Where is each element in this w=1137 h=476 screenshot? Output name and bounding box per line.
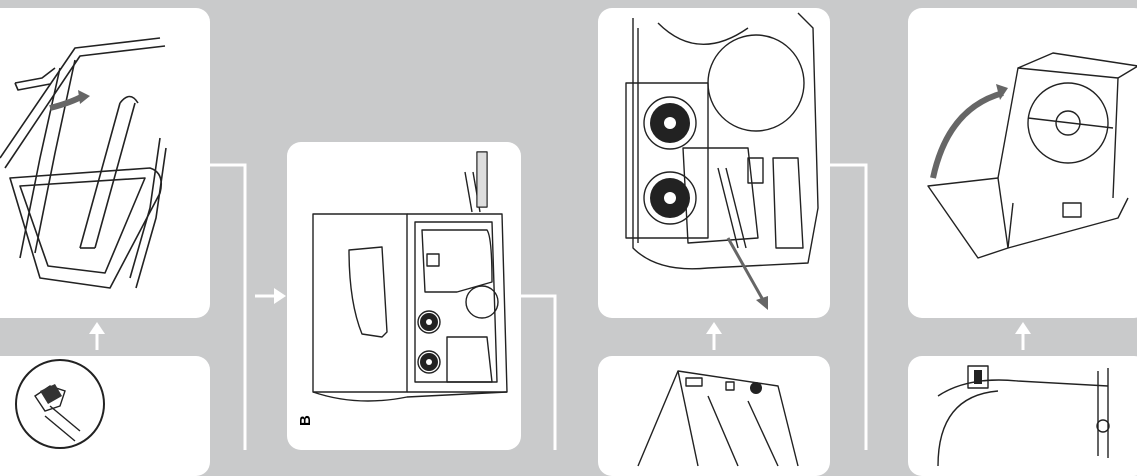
printer-cover-detail-illustration (0, 37, 167, 289)
flow-connectors (89, 163, 1031, 450)
hinged-cover-open-panel (0, 8, 210, 318)
magnifier-circle-illustration (15, 359, 105, 449)
printer-mechanism-side-illustration (312, 151, 508, 402)
printer-back-panel (598, 356, 830, 476)
step-label: B (297, 415, 314, 426)
up-arrow-icon (89, 322, 105, 334)
cover-rotation-illustration (927, 52, 1137, 259)
up-arrow-icon (706, 322, 722, 334)
printer-side-view-panel: B (287, 142, 521, 450)
right-arrow-icon (274, 288, 286, 304)
ribbon-path-panel (598, 8, 830, 318)
up-arrow-icon (1015, 322, 1031, 334)
lock-detail-circle-panel (0, 356, 210, 476)
label-roll-illustration (937, 365, 1110, 467)
printer-rear-illustration (637, 370, 799, 467)
roll-holder-panel (908, 356, 1137, 476)
ribbon-spool-illustration (625, 12, 819, 310)
cover-lift-panel (908, 8, 1137, 318)
